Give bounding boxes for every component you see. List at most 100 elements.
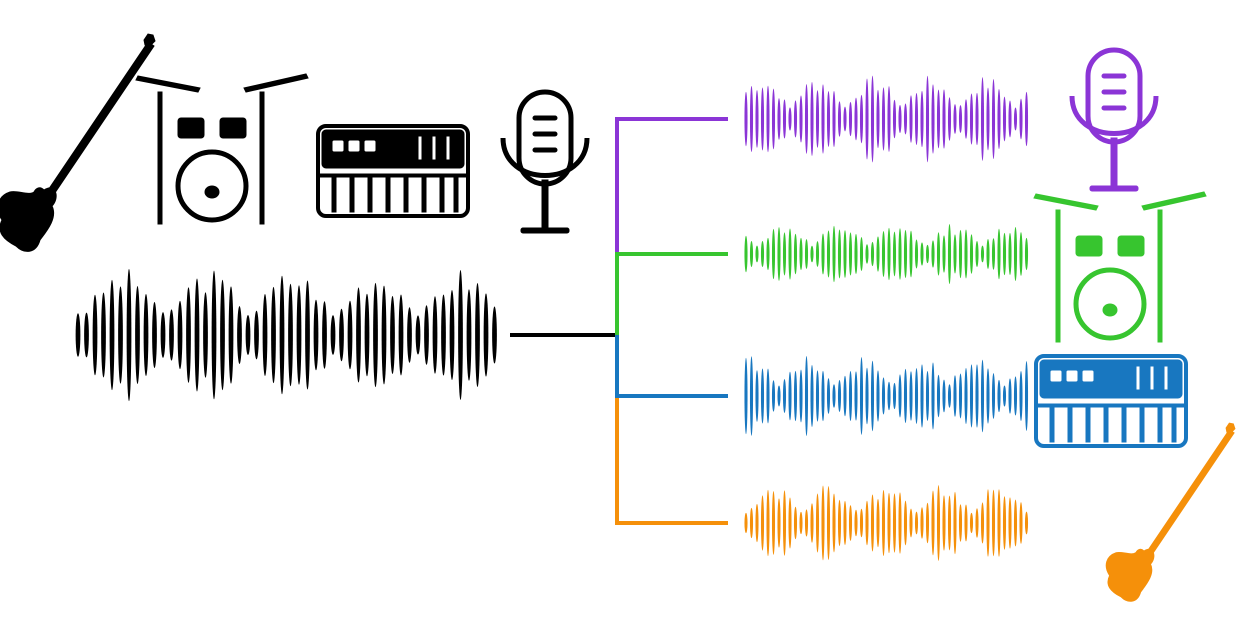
stem-wave-vocals xyxy=(832,90,836,148)
stem-wave-vocals xyxy=(821,84,825,154)
stem-wave-vocals xyxy=(925,75,930,163)
stem-wave-vocals xyxy=(854,97,858,141)
stem-wave-vocals xyxy=(953,104,957,134)
stem-wave-drums xyxy=(914,239,919,269)
stem-wave-keyboard xyxy=(881,377,886,415)
microphone-icon xyxy=(1072,50,1156,191)
stem-wave-vocals xyxy=(837,101,842,137)
stem-wave-drums xyxy=(859,237,864,271)
stem-wave-vocals xyxy=(942,89,946,149)
mixture-wave-bar xyxy=(160,312,166,358)
stem-wave-drums xyxy=(898,228,902,280)
stem-wave-drums xyxy=(892,231,897,277)
stem-wave-vocals xyxy=(997,89,1001,149)
stem-wave-drums xyxy=(865,244,869,264)
mixture-wave-bar xyxy=(186,287,191,383)
stem-wave-drums xyxy=(969,234,974,274)
stem-wave-vocals xyxy=(848,101,853,137)
stem-wave-drums xyxy=(986,239,990,269)
stem-icons xyxy=(1034,50,1236,602)
stem-wave-drums xyxy=(942,235,946,273)
stem-wave-guitar xyxy=(1019,502,1023,544)
stem-wave-guitar xyxy=(942,495,946,551)
stem-wave-drums xyxy=(771,228,776,280)
stem-wave-keyboard xyxy=(997,379,1001,413)
stem-wave-drums xyxy=(1013,226,1018,282)
stem-wave-vocals xyxy=(975,92,979,146)
mixture-wave-bar xyxy=(279,275,285,395)
stem-wave-drums xyxy=(782,232,787,276)
mixture-wave-bar xyxy=(126,268,132,402)
mixture-wave-bar xyxy=(152,302,157,368)
mixture-wave-bar xyxy=(475,282,480,388)
stem-wave-vocals xyxy=(799,95,803,143)
stem-wave-vocals xyxy=(947,97,952,141)
stem-wave-vocals xyxy=(870,75,875,163)
stem-wave-guitar xyxy=(980,502,985,544)
stem-wave-guitar xyxy=(859,508,864,538)
mixture-wave-bar xyxy=(390,296,395,374)
drums-icon xyxy=(1034,192,1206,342)
mixture-wave-bar xyxy=(237,306,242,364)
mixture-wave-bar xyxy=(373,282,378,388)
stem-wave-guitar xyxy=(777,498,781,548)
mixture-wave-bar xyxy=(441,294,446,376)
stem-wave-drums xyxy=(799,237,803,271)
stem-wave-keyboard xyxy=(832,384,836,408)
stem-wave-keyboard xyxy=(925,371,930,421)
stem-wave-guitar xyxy=(1024,511,1029,535)
stem-wave-vocals xyxy=(843,106,847,132)
stem-wave-drums xyxy=(975,240,979,268)
mixture-wave-bar xyxy=(75,313,81,357)
stem-wave-drums xyxy=(744,235,748,273)
stem-wave-drums xyxy=(953,234,957,274)
stem-wave-vocals xyxy=(986,87,990,151)
stem-wave-keyboard xyxy=(1024,361,1029,431)
stem-wave-vocals xyxy=(810,82,814,156)
stem-wave-keyboard xyxy=(777,385,781,407)
mixture-wave-bar xyxy=(135,286,140,384)
stem-wave-drums xyxy=(947,224,952,284)
stem-wave-drums xyxy=(881,230,886,278)
stem-wave-vocals xyxy=(969,93,974,145)
stem-wave-keyboard xyxy=(936,374,941,418)
stem-wave-vocals xyxy=(898,104,902,134)
stem-wave-drums xyxy=(793,233,798,275)
guitar-icon xyxy=(0,33,156,252)
stem-wave-guitar xyxy=(969,512,974,534)
stem-wave-guitar xyxy=(876,498,880,548)
stem-wave-keyboard xyxy=(991,373,996,419)
mixture-wave-bar xyxy=(296,285,302,385)
mixture-wave-bar xyxy=(466,289,472,381)
stem-wave-guitar xyxy=(881,490,886,556)
stem-wave-guitar xyxy=(793,506,798,540)
stem-wave-keyboard xyxy=(903,368,908,424)
stem-wave-drums xyxy=(749,241,754,267)
mixture-wave-bar xyxy=(424,305,429,365)
stem-wave-keyboard xyxy=(975,364,979,428)
stem-wave-guitar xyxy=(799,511,803,535)
stem-wave-keyboard xyxy=(898,374,902,418)
stem-wave-keyboard xyxy=(1019,371,1023,421)
stem-wave-vocals xyxy=(1013,107,1018,131)
mixture-wave-bar xyxy=(288,283,293,387)
stem-wave-guitar xyxy=(815,493,820,553)
stem-wave-keyboard xyxy=(931,362,935,430)
stem-wave-drums xyxy=(821,233,825,275)
stem-wave-keyboard xyxy=(920,364,924,428)
stem-wave-vocals xyxy=(1002,96,1007,142)
stem-wave-drums xyxy=(1019,232,1023,276)
stem-wave-guitar xyxy=(903,500,908,546)
mixture-wave-bar xyxy=(143,294,149,376)
stem-wave-drums xyxy=(788,228,792,280)
stem-wave-vocals xyxy=(1019,98,1023,140)
stem-wave-guitar xyxy=(788,497,792,549)
stem-wave-guitar xyxy=(749,507,754,539)
mixture-wave-bar xyxy=(347,300,353,370)
stem-wave-keyboard xyxy=(837,380,842,412)
stem-wave-guitar xyxy=(760,495,765,551)
stem-wave-guitar xyxy=(953,491,957,555)
stem-wave-vocals xyxy=(793,100,798,138)
stem-wave-guitar xyxy=(848,505,853,541)
